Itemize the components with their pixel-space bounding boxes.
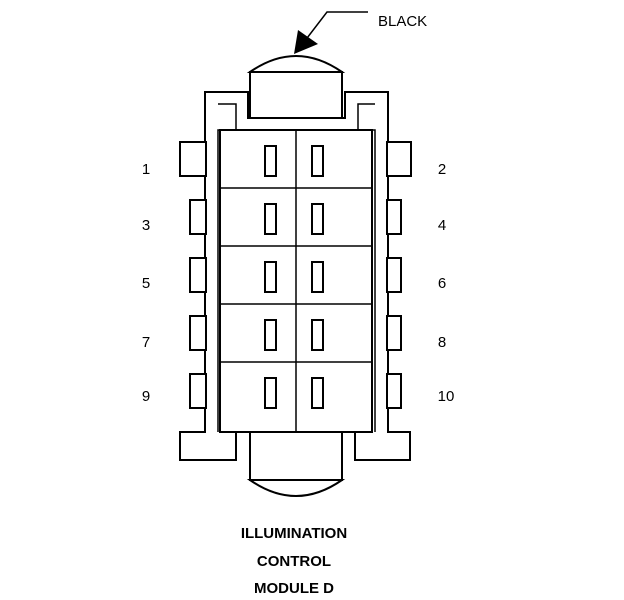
side-tab-left-4 bbox=[189, 315, 207, 351]
terminal-3 bbox=[264, 203, 277, 235]
color-leader-arrowhead bbox=[294, 30, 318, 54]
pin-label-4: 4 bbox=[438, 217, 446, 234]
side-tab-left-1 bbox=[179, 141, 207, 177]
pin-label-1: 1 bbox=[142, 161, 150, 178]
terminal-9 bbox=[264, 377, 277, 409]
terminal-7 bbox=[264, 319, 277, 351]
pin-label-5: 5 bbox=[142, 275, 150, 292]
color-leader-line bbox=[303, 11, 368, 43]
side-tab-left-2 bbox=[189, 199, 207, 235]
bottom-latch bbox=[249, 429, 343, 481]
side-tab-left-5 bbox=[189, 373, 207, 409]
caption-line-2: CONTROL bbox=[257, 553, 331, 570]
top-latch-dome bbox=[246, 55, 346, 73]
pin-label-8: 8 bbox=[438, 334, 446, 351]
pin-label-7: 7 bbox=[142, 334, 150, 351]
bottom-latch-dome bbox=[246, 479, 346, 497]
terminal-5 bbox=[264, 261, 277, 293]
top-latch bbox=[249, 71, 343, 123]
terminal-10 bbox=[311, 377, 324, 409]
caption-line-3: MODULE D bbox=[254, 580, 334, 597]
pin-label-2: 2 bbox=[438, 161, 446, 178]
terminal-2 bbox=[311, 145, 324, 177]
pin-label-10: 10 bbox=[438, 388, 455, 405]
terminal-4 bbox=[311, 203, 324, 235]
connector-color-label: BLACK bbox=[378, 13, 427, 30]
side-tab-right-1 bbox=[386, 141, 412, 177]
side-tab-right-4 bbox=[386, 315, 402, 351]
side-tab-right-5 bbox=[386, 373, 402, 409]
side-tab-left-3 bbox=[189, 257, 207, 293]
terminal-1 bbox=[264, 145, 277, 177]
caption-line-1: ILLUMINATION bbox=[241, 525, 347, 542]
terminal-8 bbox=[311, 319, 324, 351]
side-tab-right-2 bbox=[386, 199, 402, 235]
pin-label-9: 9 bbox=[142, 388, 150, 405]
pin-label-3: 3 bbox=[142, 217, 150, 234]
terminal-6 bbox=[311, 261, 324, 293]
pin-label-6: 6 bbox=[438, 275, 446, 292]
side-tab-right-3 bbox=[386, 257, 402, 293]
